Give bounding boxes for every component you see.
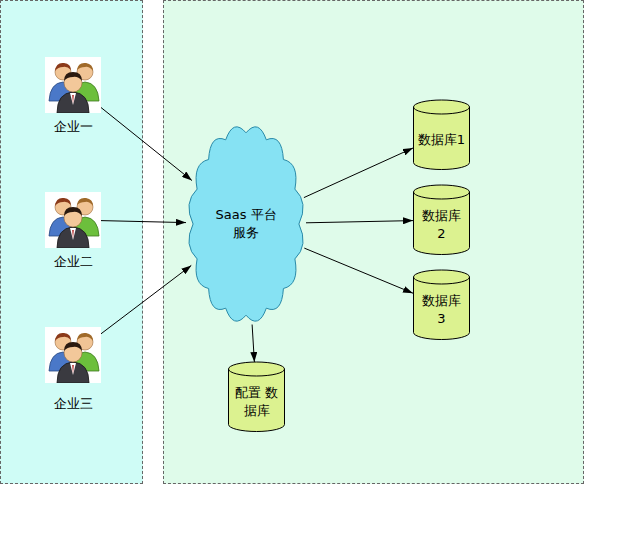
arrow-connector <box>306 221 413 223</box>
node-label: 数据库 3 <box>420 292 464 327</box>
database-cylinder: 配置 数据库 <box>228 362 285 432</box>
node-label: 数据库1 <box>418 131 465 149</box>
database-cylinder: 数据库1 <box>413 100 470 170</box>
node-label: Saas 平台服务 <box>215 206 277 241</box>
cloud-service: Saas 平台服务 <box>183 118 309 330</box>
database-cylinder: 数据库 3 <box>413 270 470 340</box>
people-icon <box>45 192 101 248</box>
enterprise-node: 企业三 <box>40 327 106 413</box>
people-icon <box>45 57 101 113</box>
arrow-connector <box>252 325 254 363</box>
enterprise-node: 企业二 <box>40 192 106 271</box>
enterprise-label: 企业一 <box>54 118 93 136</box>
enterprise-node: 企业一 <box>40 57 106 136</box>
people-icon <box>45 327 101 383</box>
arrow-connector <box>304 148 413 198</box>
arrow-connector <box>304 248 413 293</box>
cloud-outline <box>183 118 309 330</box>
enterprise-label: 企业三 <box>54 395 93 413</box>
arrow-connector <box>101 265 191 333</box>
arrow-connector <box>101 108 192 181</box>
enterprise-label: 企业二 <box>54 253 93 271</box>
arrow-connector <box>101 221 186 223</box>
database-cylinder: 数据库 2 <box>413 185 470 255</box>
node-label: 配置 数据库 <box>235 384 279 419</box>
node-label: 数据库 2 <box>420 207 464 242</box>
